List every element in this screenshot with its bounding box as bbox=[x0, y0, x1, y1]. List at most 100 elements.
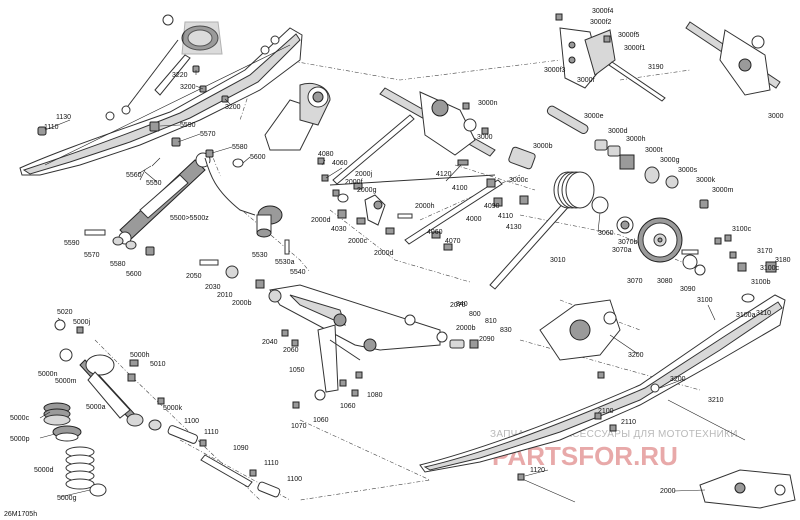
callout: 2000b bbox=[232, 300, 252, 307]
hardware-left bbox=[37, 65, 290, 256]
callout: 3000m bbox=[712, 187, 734, 194]
front-arm-assembly bbox=[264, 83, 415, 235]
document-id: 26M1705h bbox=[4, 511, 37, 518]
torsion-spring bbox=[553, 171, 634, 234]
callout: 3100 bbox=[697, 297, 713, 304]
callout: 3000f1 bbox=[624, 45, 646, 52]
callout: 5000h bbox=[130, 352, 150, 359]
link-2000 bbox=[699, 469, 796, 509]
callout: 5580 bbox=[110, 261, 126, 268]
callout: 1110 bbox=[204, 429, 219, 436]
callout: 5000c bbox=[10, 415, 30, 422]
callout: 5500>5500z bbox=[170, 215, 209, 222]
callout: 2000 bbox=[660, 488, 676, 495]
callout: 3090 bbox=[680, 286, 696, 293]
callout: 3200 bbox=[670, 376, 686, 383]
callout: 2110 bbox=[621, 419, 636, 426]
callout: 4030 bbox=[331, 226, 347, 233]
callout: 5600 bbox=[250, 154, 266, 161]
callout: 2000b bbox=[456, 325, 476, 332]
callout: 5000k bbox=[163, 405, 183, 412]
callout: 3000f2 bbox=[590, 19, 612, 26]
callout: 3220 bbox=[172, 72, 188, 79]
callout: 3200 bbox=[180, 84, 196, 91]
callout: 3000b bbox=[533, 143, 553, 150]
callout: 3200 bbox=[628, 352, 644, 359]
callout: 3000n bbox=[478, 100, 498, 107]
callout: 1120 bbox=[530, 467, 545, 474]
callout: 3000f4 bbox=[592, 8, 614, 15]
callout: 1050 bbox=[289, 367, 305, 374]
hardware-3000-right bbox=[594, 139, 777, 321]
callout: 2010 bbox=[217, 292, 233, 299]
crossbars-4000 bbox=[329, 146, 536, 251]
callout: 5000g bbox=[57, 495, 77, 502]
callout: 3080 bbox=[657, 278, 673, 285]
callout: 4060 bbox=[332, 160, 348, 167]
callout: 4000 bbox=[466, 216, 482, 223]
callout: 1070 bbox=[291, 423, 307, 430]
adjuster-knob-5530 bbox=[256, 205, 283, 238]
callout: 3190 bbox=[648, 64, 664, 71]
callout: 810 bbox=[485, 318, 497, 325]
watermark-tagline: ЗАПЧАСТИ И АКСЕССУАРЫ ДЛЯ МОТОТЕХНИКИ bbox=[490, 429, 738, 440]
callout: 4130 bbox=[506, 224, 522, 231]
callout: 1060 bbox=[313, 417, 329, 424]
callout: 3100c bbox=[732, 226, 752, 233]
rear-shock-top bbox=[162, 14, 223, 55]
callout: 1130 bbox=[56, 114, 71, 121]
callout: 4070 bbox=[445, 238, 461, 245]
callout: 830 bbox=[500, 327, 512, 334]
callout: 3110 bbox=[756, 310, 771, 317]
callout: 5000n bbox=[38, 371, 58, 378]
callout: 4110 bbox=[498, 213, 513, 220]
coil-springs bbox=[43, 402, 107, 497]
callout: 5000p bbox=[10, 436, 30, 443]
callout: 5020 bbox=[57, 309, 73, 316]
callout: 3070 bbox=[627, 278, 643, 285]
callout: 800 bbox=[469, 311, 481, 318]
callout: 3000 bbox=[768, 113, 784, 120]
bracket-3000f bbox=[555, 13, 666, 102]
callout: 3000c bbox=[509, 177, 529, 184]
callout: 3000f5 bbox=[618, 32, 640, 39]
left-rail-assembly bbox=[19, 14, 303, 176]
callout: 5530a bbox=[275, 259, 295, 266]
front-shaft-3000n bbox=[379, 87, 496, 157]
callout: 3180 bbox=[775, 257, 791, 264]
callout: 3170 bbox=[757, 248, 773, 255]
callout: 3000g bbox=[660, 157, 680, 164]
callout: 3000e bbox=[584, 113, 604, 120]
callout: 1110 bbox=[264, 460, 279, 467]
callout: 4120 bbox=[436, 171, 452, 178]
callout: 1100 bbox=[184, 418, 199, 425]
callout: 5010 bbox=[150, 361, 166, 368]
idler-wheel-3070 bbox=[637, 217, 706, 276]
link-1050 bbox=[292, 324, 363, 409]
callout: 2000c bbox=[348, 238, 368, 245]
callout: 2090 bbox=[479, 336, 495, 343]
callout: 5570 bbox=[200, 131, 216, 138]
callout: 2100 bbox=[598, 408, 614, 415]
callout: 3000h bbox=[626, 136, 646, 143]
callout: 2060 bbox=[283, 347, 299, 354]
callout: 3000f3 bbox=[544, 67, 566, 74]
callout: 5580 bbox=[232, 144, 248, 151]
callout: 3060 bbox=[598, 230, 614, 237]
callout: 3000f bbox=[577, 77, 595, 84]
callout: 3100a bbox=[736, 312, 756, 319]
callout: 5000a bbox=[86, 404, 106, 411]
callout: 3100b bbox=[751, 279, 771, 286]
callout: 5590 bbox=[64, 240, 80, 247]
callout: 3210 bbox=[708, 397, 724, 404]
callout: 5530 bbox=[252, 252, 268, 259]
callout: 5540 bbox=[290, 269, 306, 276]
callout: 5590 bbox=[180, 122, 196, 129]
callout: 5550 bbox=[146, 180, 162, 187]
callout: 2040 bbox=[262, 339, 278, 346]
callout: 5000d bbox=[34, 467, 54, 474]
callout: 3000 bbox=[477, 134, 493, 141]
callout: 4080 bbox=[318, 151, 334, 158]
callout: 3000d bbox=[608, 128, 628, 135]
